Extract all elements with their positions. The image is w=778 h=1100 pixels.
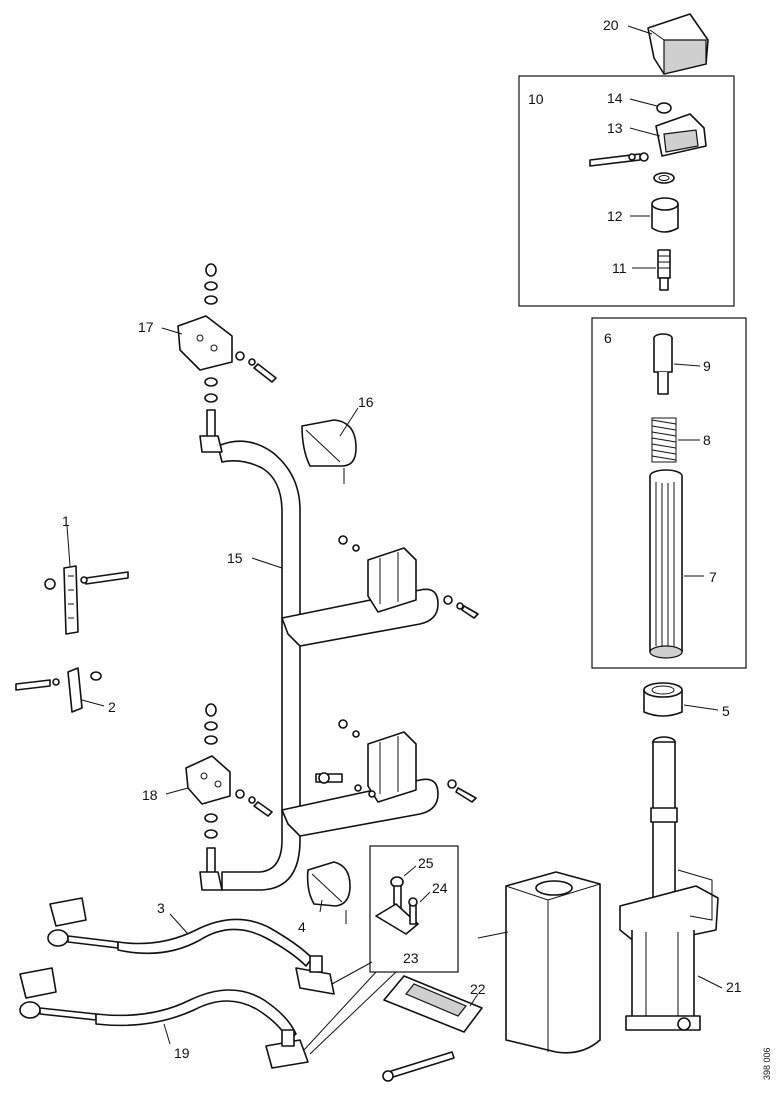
callout-13: 13 <box>607 120 623 136</box>
leader-14 <box>629 98 658 107</box>
leader-19 <box>163 1023 171 1045</box>
leader-3 <box>169 913 189 935</box>
callout-17: 17 <box>138 319 154 335</box>
callout-14: 14 <box>607 90 623 106</box>
callout-15: 15 <box>227 550 243 566</box>
leader-20 <box>627 25 653 35</box>
callout-23: 23 <box>403 950 419 966</box>
part-3-upper-rod <box>47 897 335 995</box>
group-23-frame <box>369 845 459 973</box>
leader-21 <box>697 975 723 989</box>
leader-9 <box>673 363 701 367</box>
part-20-top-cap <box>647 13 709 75</box>
callout-9: 9 <box>703 358 711 374</box>
leader-13 <box>629 127 661 137</box>
leader-18 <box>165 787 189 795</box>
part-19-lower-rod <box>19 967 309 1069</box>
callout-16: 16 <box>358 394 374 410</box>
part-11-stud <box>657 249 671 291</box>
link-line-lower-2 <box>309 971 397 1055</box>
callout-6: 6 <box>604 330 612 346</box>
callout-12: 12 <box>607 208 623 224</box>
part-16-cover <box>301 419 357 484</box>
link-line-lower <box>303 971 377 1051</box>
leader-1 <box>66 525 71 567</box>
link-line-upper <box>331 961 373 985</box>
part-21-pump-cylinder <box>619 736 719 1031</box>
callout-2: 2 <box>108 699 116 715</box>
leader-22 <box>469 993 479 1007</box>
leader-17 <box>161 327 183 335</box>
part-1-strip-bracket <box>44 565 129 635</box>
part-17-upper-bracket <box>177 263 277 453</box>
leader-16 <box>339 407 359 437</box>
part-23-24-25-linkage <box>375 876 419 935</box>
part-4-small-cover <box>306 861 351 924</box>
callout-7: 7 <box>709 569 717 585</box>
part-15-frame-bar <box>217 440 439 891</box>
part-13-clamp-bracket <box>589 113 707 167</box>
callout-4: 4 <box>298 919 306 935</box>
callout-25: 25 <box>418 855 434 871</box>
leader-24 <box>419 891 431 903</box>
part-22-mounting-plate <box>382 975 483 1082</box>
part-5-collar <box>643 682 683 717</box>
part-14-nut <box>656 102 672 114</box>
leader-4 <box>319 899 323 913</box>
part-2-small-bracket <box>15 667 102 713</box>
part-12-bushing <box>651 197 679 233</box>
group-10-frame <box>518 75 735 307</box>
part-washer-upper <box>653 172 675 184</box>
callout-21: 21 <box>726 979 742 995</box>
callout-10: 10 <box>528 91 544 107</box>
callout-8: 8 <box>703 432 711 448</box>
part-8-spring <box>651 417 677 463</box>
leader-5 <box>683 704 719 711</box>
side-bracket-upper <box>338 535 479 619</box>
reservoir-tank <box>477 871 601 1054</box>
leader-25 <box>403 865 417 877</box>
group-6-frame <box>591 317 747 669</box>
callout-20: 20 <box>603 17 619 33</box>
callout-3: 3 <box>157 900 165 916</box>
drawing-code: 398 006 <box>762 1047 772 1080</box>
callout-22: 22 <box>470 981 486 997</box>
leader-15 <box>251 557 283 569</box>
callout-5: 5 <box>722 703 730 719</box>
side-bracket-lower <box>315 719 477 803</box>
callout-11: 11 <box>612 260 627 276</box>
callout-1: 1 <box>62 513 70 529</box>
callout-24: 24 <box>432 880 448 896</box>
callout-18: 18 <box>142 787 158 803</box>
callout-19: 19 <box>174 1045 190 1061</box>
leader-2 <box>81 699 105 707</box>
part-7-tube <box>649 469 683 659</box>
part-18-lower-bracket <box>185 703 273 891</box>
part-9-pin <box>653 333 673 395</box>
